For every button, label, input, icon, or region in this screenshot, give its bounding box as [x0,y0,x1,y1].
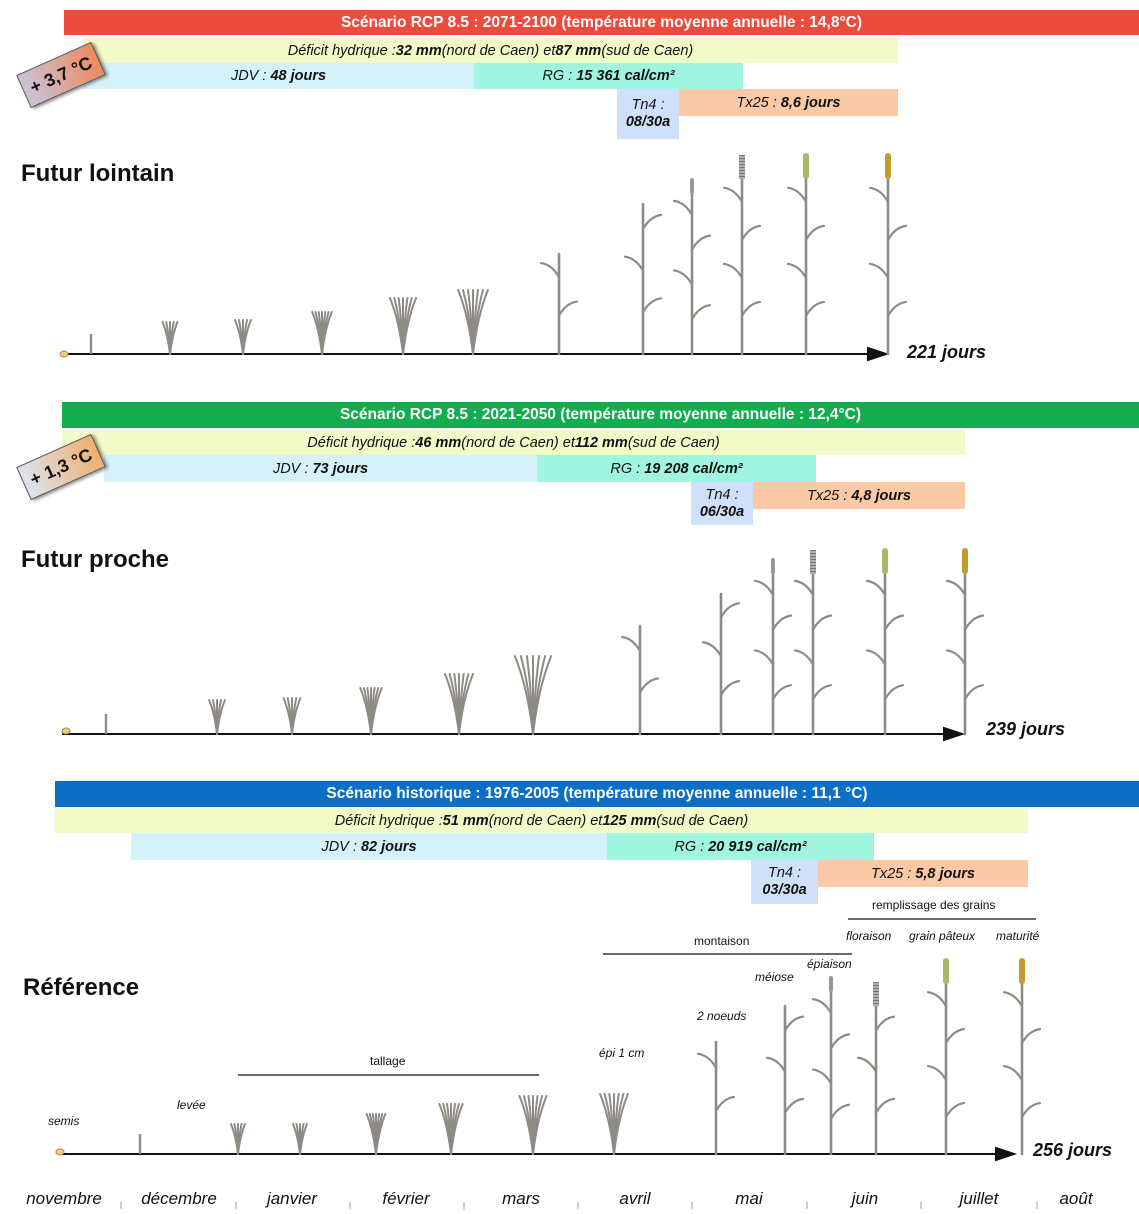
deficit-south-value: 125 mm [602,812,657,829]
jdv-bar-near: JDV : 73 jours [104,455,537,482]
stage-label-2-noeuds: 2 noeuds [697,1009,747,1023]
jdv-value: 73 jours [312,460,369,477]
jdv-value: 82 jours [360,838,417,855]
scenario-header-near: Scénario RCP 8.5 : 2021-2050 (températur… [62,402,1139,428]
deficit-prefix: Déficit hydrique : [334,812,443,829]
month-label-juin: juin [851,1189,879,1208]
month-label-decembre: décembre [141,1189,217,1208]
rg-value: 15 361 cal/cm² [576,68,675,84]
deficit-middle: (nord de Caen) et [441,42,556,59]
deficit-middle: (nord de Caen) et [488,812,603,829]
tn4-box-far: Tn4 :08/30a [617,89,679,139]
rg-prefix: RG : [542,68,573,84]
timeline-far [62,346,890,362]
month-label-aout: août [1059,1189,1093,1208]
tn4-label: Tn4 : [705,486,739,503]
tx25-value: 4,8 jours [851,487,911,504]
cycle-duration-near: 239 jours [986,719,1066,739]
tx25-bar-near: Tx25 : 4,8 jours [753,482,965,509]
water-deficit-bar-near: Déficit hydrique : 46 mm (nord de Caen) … [62,430,965,455]
rg-value: 19 208 cal/cm² [644,460,743,477]
month-label-novembre: novembre [26,1189,102,1208]
tx25-bar-far: Tx25 : 8,6 jours [679,89,898,116]
deficit-north-value: 46 mm [415,434,462,451]
deficit-south-value: 112 mm [574,434,628,451]
stage-label-floraison: floraison [846,929,892,943]
tx25-value: 5,8 jours [915,865,975,882]
deficit-south-value: 87 mm [555,42,602,59]
month-label-mars: mars [502,1189,540,1208]
panel-title-near: Futur proche [21,546,169,573]
scenario-header-far: Scénario RCP 8.5 : 2071-2100 (températur… [64,10,1139,35]
tx25-bar-reference: Tx25 : 5,8 jours [818,860,1028,887]
tn4-box-reference: Tn4 :03/30a [751,860,818,904]
panel-title-far: Futur lointain [21,160,175,187]
water-deficit-bar-reference: Déficit hydrique : 51 mm (nord de Caen) … [55,808,1028,833]
plants-near [104,548,985,736]
jdv-prefix: JDV : [321,838,357,855]
plants-far [89,153,908,356]
seed-near [61,727,71,735]
stage-label-grain-pateux: grain pâteux [909,929,976,943]
deficit-suffix: (sud de Caen) [601,42,694,59]
rg-bar-far: RG : 15 361 cal/cm² [474,63,743,89]
tn4-value: 06/30a [699,503,745,520]
cycle-duration-far: 221 jours [907,342,987,362]
deficit-suffix: (sud de Caen) [656,812,749,829]
month-label-fevrier: février [382,1189,430,1208]
jdv-value: 48 jours [270,68,327,84]
water-deficit-bar-far: Déficit hydrique : 32 mm (nord de Caen) … [83,38,898,63]
phase-label-montaison: montaison [694,934,750,948]
tn4-value: 08/30a [625,114,671,130]
stage-label-epiaison: épiaison [807,957,852,971]
stage-label-maturite: maturité [996,929,1040,943]
deficit-prefix: Déficit hydrique : [307,434,416,451]
rg-prefix: RG : [610,460,641,477]
panel-title-reference: Référence [23,974,140,1001]
plants-reference [138,958,1042,1156]
month-label-janvier: janvier [266,1189,318,1208]
deficit-suffix: (sud de Caen) [627,434,720,451]
month-label-mai: mai [735,1189,763,1208]
jdv-prefix: JDV : [230,68,267,84]
tn4-label: Tn4 : [631,97,665,114]
stage-label-levee: levée [177,1098,206,1112]
tn4-label: Tn4 : [767,865,802,882]
phase-label-remplissage: remplissage des grains [872,898,996,912]
timeline-reference [62,1146,1018,1162]
stage-label-semis: semis [48,1114,80,1128]
rg-bar-reference: RG : 20 919 cal/cm² [607,833,874,860]
seed-far [59,350,69,358]
jdv-bar-far: JDV : 48 jours [83,63,474,89]
cycle-duration-reference: 256 jours [1033,1140,1113,1160]
deficit-north-value: 32 mm [395,42,442,59]
tx25-value: 8,6 jours [780,94,841,111]
phase-label-tallage: tallage [370,1054,406,1068]
deficit-middle: (nord de Caen) et [461,434,575,451]
stage-label-epi-1cm: épi 1 cm [599,1046,645,1060]
timeline-near [62,726,966,742]
seed-reference [55,1148,65,1156]
tx25-prefix: Tx25 : [807,487,848,504]
tx25-prefix: Tx25 : [871,865,912,882]
stage-label-meiose: méiose [755,970,794,984]
month-label-avril: avril [619,1189,651,1208]
tn4-box-near: Tn4 :06/30a [691,482,753,525]
rg-bar-near: RG : 19 208 cal/cm² [537,455,816,482]
rg-value: 20 919 cal/cm² [708,838,807,855]
deficit-north-value: 51 mm [442,812,489,829]
tx25-prefix: Tx25 : [736,94,777,111]
tn4-value: 03/30a [762,882,807,898]
deficit-prefix: Déficit hydrique : [287,42,396,59]
month-label-juillet: juillet [959,1189,999,1208]
jdv-bar-reference: JDV : 82 jours [131,833,607,860]
jdv-prefix: JDV : [272,460,309,477]
scenario-header-reference: Scénario historique : 1976-2005 (tempéra… [55,781,1139,807]
month-ticks [120,1202,1038,1209]
rg-prefix: RG : [674,838,705,855]
